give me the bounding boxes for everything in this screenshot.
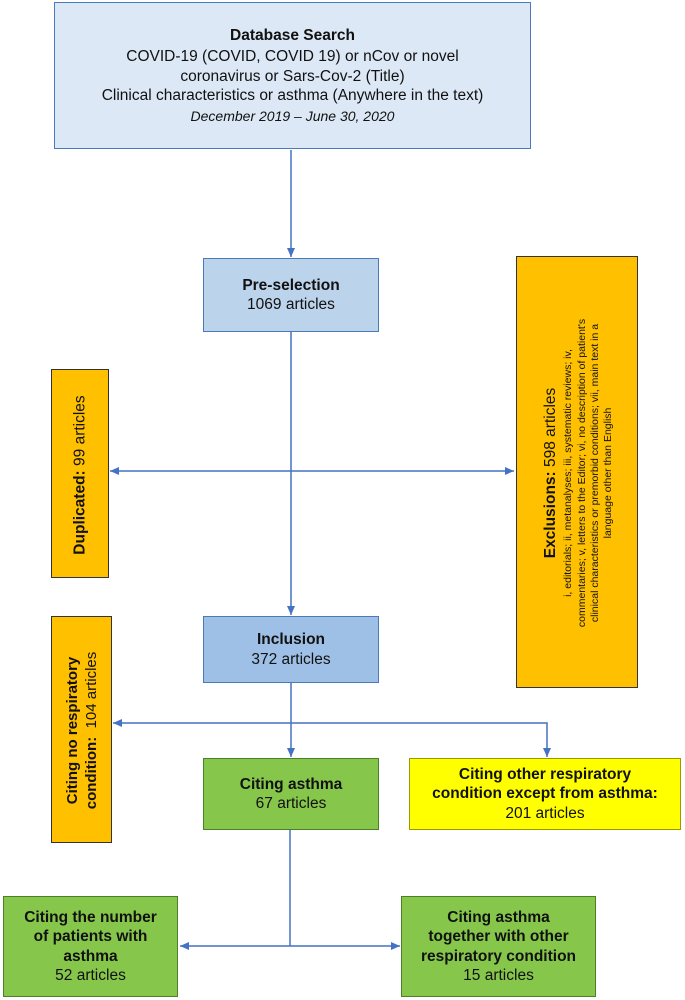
number-patients-title-line1: Citing the number xyxy=(24,908,157,926)
other-respiratory-title-line2: condition except from asthma: xyxy=(432,785,658,803)
database-search-title: Database Search xyxy=(230,27,355,44)
inclusion-count: 372 articles xyxy=(251,650,331,668)
preselection-count: 1069 articles xyxy=(247,296,335,313)
exclusions-line3: clinical characteristics or premorbid co… xyxy=(588,323,601,623)
inclusion-box: Inclusion 372 articles xyxy=(203,616,379,683)
exclusions-line4: language other than English xyxy=(601,407,614,539)
asthma-together-box: Citing asthma together with other respir… xyxy=(401,896,596,997)
duplicated-box: Duplicated: 99 articles xyxy=(51,369,109,578)
duplicated-label: Duplicated: xyxy=(71,470,89,555)
arrow-to-other-respiratory xyxy=(291,722,551,757)
exclusions-line1: i, editorials; ii, metanalyses; iii, sys… xyxy=(562,349,575,597)
database-search-dates: December 2019 – June 30, 2020 xyxy=(190,107,395,124)
exclusions-line2: commentaries; v, letters to the Editor; … xyxy=(575,318,588,628)
database-search-line2: coronavirus or Sars-Cov-2 (Title) xyxy=(180,67,405,85)
citing-asthma-title: Citing asthma xyxy=(239,775,343,793)
database-search-box: Database Search COVID-19 (COVID, COVID 1… xyxy=(54,2,531,149)
asthma-together-title-line2: together with other xyxy=(428,928,569,946)
duplicated-count: 99 articles xyxy=(71,395,89,471)
asthma-together-title-line1: Citing asthma xyxy=(447,908,550,926)
other-respiratory-box: Citing other respiratory condition excep… xyxy=(409,758,681,830)
number-patients-title-line3: asthma xyxy=(63,947,118,965)
exclusions-count: 598 articles xyxy=(542,387,560,472)
number-patients-box: Citing the number of patients with asthm… xyxy=(3,896,178,997)
exclusions-box: Exclusions: 598 articles i, editorials; … xyxy=(516,256,638,688)
citing-asthma-count: 67 articles xyxy=(255,795,327,812)
preselection-title: Pre-selection xyxy=(242,276,340,294)
no-respiratory-label-line2: condition: xyxy=(82,736,100,810)
number-patients-count: 52 articles xyxy=(55,966,126,984)
other-respiratory-title-line1: Citing other respiratory xyxy=(458,765,632,783)
preselection-box: Pre-selection 1069 articles xyxy=(203,258,379,332)
inclusion-title: Inclusion xyxy=(256,631,326,649)
no-respiratory-label-line1: Citing no respiratory xyxy=(63,656,81,805)
number-patients-title-line2: of patients with xyxy=(33,928,148,946)
other-respiratory-count: 201 articles xyxy=(505,804,585,822)
no-respiratory-box: Citing no respiratory condition: 104 art… xyxy=(51,616,112,843)
citing-asthma-box: Citing asthma 67 articles xyxy=(203,758,379,830)
database-search-line3: Clinical characteristics or asthma (Anyw… xyxy=(101,87,484,105)
no-respiratory-count: 104 articles xyxy=(82,651,100,737)
exclusions-label: Exclusions: xyxy=(542,471,560,559)
asthma-together-count: 15 articles xyxy=(463,966,534,984)
database-search-line1: COVID-19 (COVID, COVID 19) or nCov or no… xyxy=(126,48,459,66)
asthma-together-title-line3: respiratory condition xyxy=(420,947,577,965)
